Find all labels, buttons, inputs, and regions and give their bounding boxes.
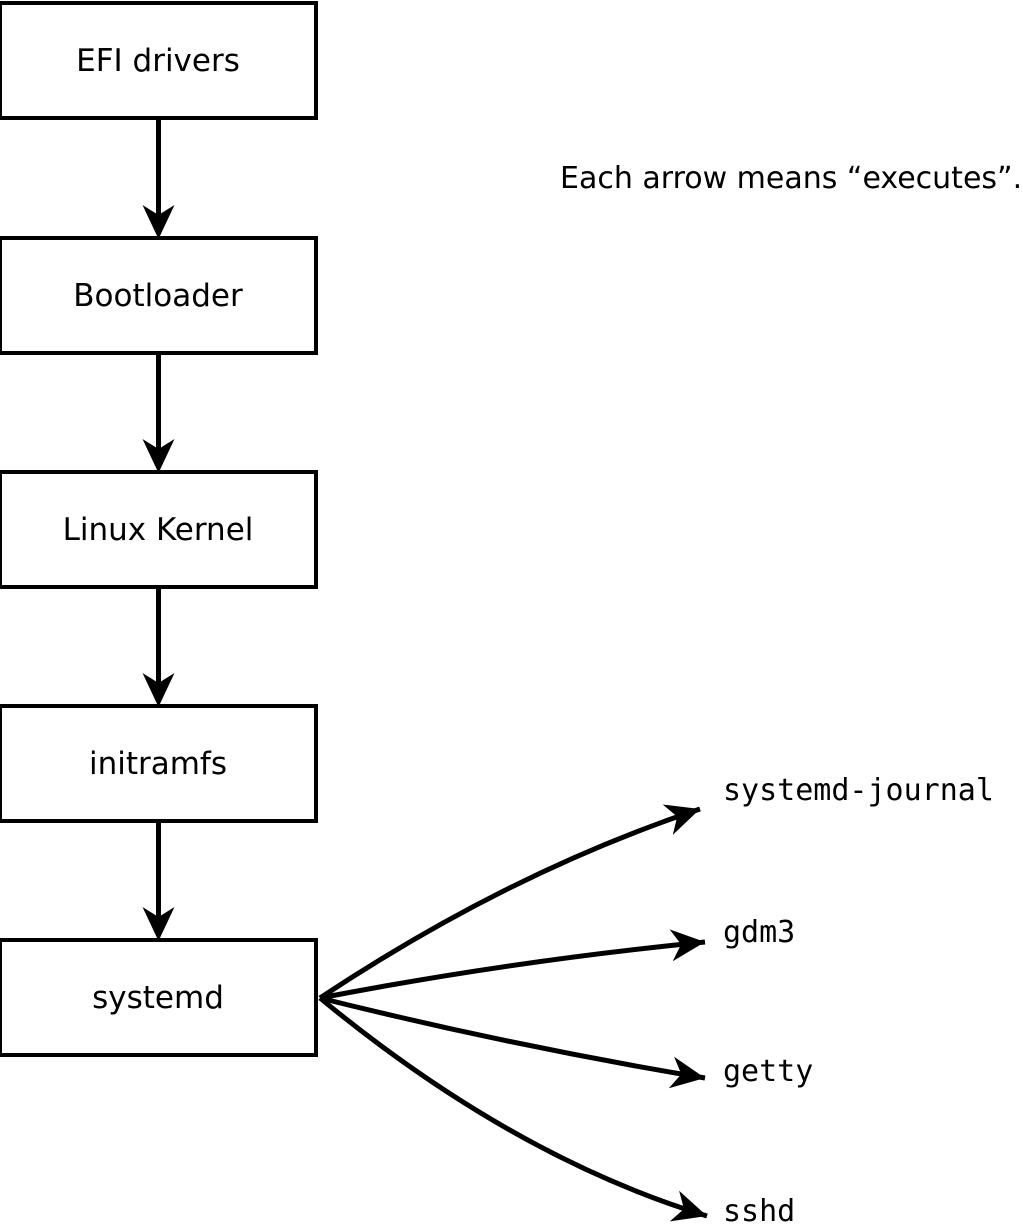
arrow-efi-drivers-to-bootloader bbox=[142, 120, 175, 239]
arrowhead-icon bbox=[142, 205, 175, 239]
node-systemd: systemd bbox=[0, 938, 318, 1057]
node-efi-drivers: EFI drivers bbox=[0, 1, 318, 120]
arrowhead-icon bbox=[142, 439, 175, 473]
arrow-systemd-to-getty bbox=[319, 995, 706, 1089]
node-label: initramfs bbox=[88, 745, 228, 782]
node-label: Bootloader bbox=[73, 277, 243, 314]
arrowhead-icon bbox=[669, 1190, 707, 1222]
node-label: Linux Kernel bbox=[62, 511, 254, 548]
node-bootloader: Bootloader bbox=[0, 236, 318, 355]
node-label: systemd bbox=[92, 979, 224, 1016]
node-label: EFI drivers bbox=[76, 42, 240, 79]
arrowhead-icon bbox=[668, 1056, 705, 1089]
arrow-linux-kernel-to-initramfs bbox=[142, 589, 175, 707]
target-label-sshd: sshd bbox=[723, 1194, 796, 1229]
arrow-bootloader-to-linux-kernel bbox=[142, 355, 175, 473]
arrow-systemd-to-gdm3 bbox=[319, 929, 706, 1001]
arrow-systemd-to-sshd bbox=[318, 996, 708, 1222]
arrowhead-icon bbox=[142, 673, 175, 707]
arrow-initramfs-to-systemd bbox=[142, 823, 175, 941]
target-label-systemd-journal: systemd-journal bbox=[723, 773, 994, 808]
legend-note: Each arrow means “executes”. bbox=[560, 161, 1023, 196]
arrowhead-icon bbox=[142, 907, 175, 941]
arrow-systemd-to-systemd-journal bbox=[318, 804, 701, 1001]
arrowhead-icon bbox=[669, 929, 705, 962]
node-linux-kernel: Linux Kernel bbox=[0, 470, 318, 589]
node-initramfs: initramfs bbox=[0, 704, 318, 823]
arrowhead-icon bbox=[662, 804, 700, 835]
target-label-gdm3: gdm3 bbox=[723, 915, 796, 950]
target-label-getty: getty bbox=[723, 1054, 814, 1089]
